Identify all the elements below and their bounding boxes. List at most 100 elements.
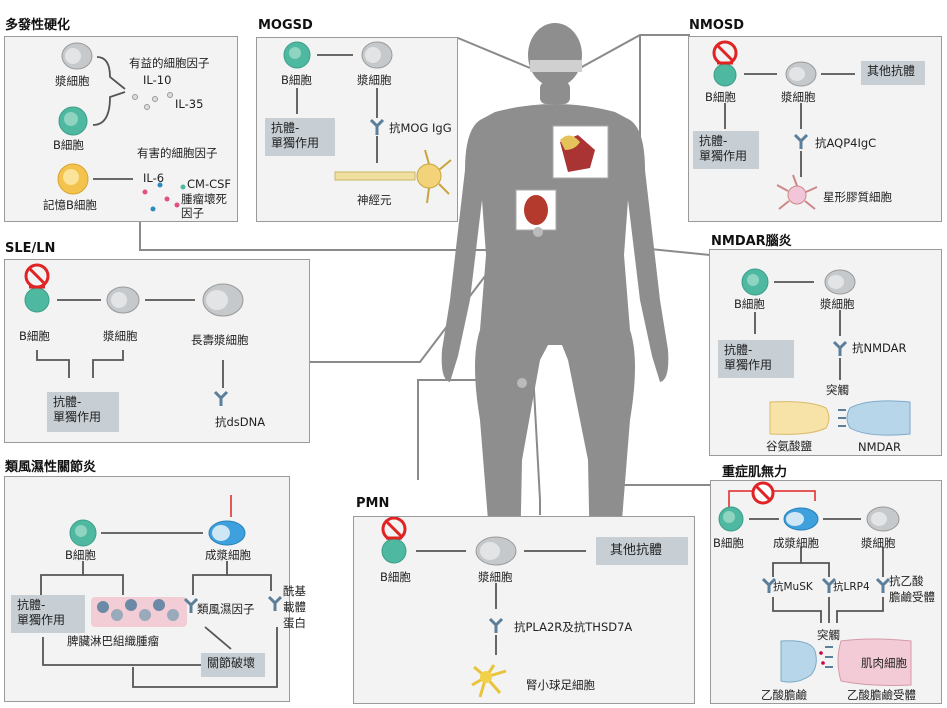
- mg-arrow: [801, 562, 830, 577]
- sle-b-cell-icon: [24, 285, 50, 313]
- nmdar-title: NMDAR腦炎: [711, 234, 792, 249]
- nmdar-synapse-label: 突觸: [826, 383, 849, 397]
- mogsd-panel: B細胞 漿細胞 抗體- 單獨作用 抗MOG IgG 神經元: [256, 37, 458, 222]
- nmdar-receptor-label: NMDAR: [858, 440, 902, 454]
- nmdar-antibody-line1: 抗體-: [724, 343, 753, 357]
- sle-bcell-label: B細胞: [19, 329, 50, 343]
- ra-acyl-label-1: 酰基: [283, 584, 306, 598]
- sle-panel: B細胞 漿細胞 長壽漿細胞 抗體- 單獨作用 抗dsDNA: [4, 259, 310, 443]
- ms-plasma-cell-icon: [61, 42, 93, 70]
- nmdar-glutamate-label: 谷氨酸鹽: [766, 439, 812, 453]
- pmn-other-ab-box: 其他抗體: [596, 537, 688, 565]
- ms-harmful-label: 有害的細胞因子: [137, 146, 218, 160]
- neuromuscular-junction-icon: [780, 638, 912, 686]
- ra-arrow: [40, 561, 84, 595]
- ra-arrow: [132, 627, 278, 688]
- inhibit-icon: [24, 263, 50, 289]
- antibody-icon: [369, 118, 385, 135]
- pmn-title: PMN: [356, 496, 390, 511]
- ms-panel: 漿細胞 B細胞 記憶B細胞 有益的細胞因子 IL-10 IL-35 有害的細胞因…: [4, 36, 238, 222]
- antibody-icon: [821, 577, 837, 593]
- nmdar-bcell-label: B細胞: [734, 297, 765, 311]
- mg-plasma-label: 漿細胞: [861, 536, 896, 550]
- ra-b-cell-icon: [69, 519, 97, 547]
- sle-antibody-box: 抗體- 單獨作用: [47, 392, 119, 432]
- kidney-organ-inset: [515, 189, 557, 231]
- ra-bcell-label: B細胞: [65, 548, 96, 562]
- nmosd-title: NMOSD: [689, 18, 745, 33]
- sle-long-lived-cell-icon: [202, 283, 244, 317]
- antibody-icon: [793, 133, 809, 149]
- nmdar-panel: B細胞 漿細胞 抗體- 單獨作用 抗NMDAR 突觸 谷氨酸鹽 NMDAR: [709, 249, 942, 456]
- mogsd-bcell-label: B細胞: [281, 73, 312, 87]
- ra-acyl-label-3: 蛋白: [283, 616, 306, 630]
- mg-arrow: [772, 547, 802, 577]
- cytokine-dots: [132, 92, 186, 212]
- nmosd-plasma-cell-icon: [785, 61, 817, 87]
- nmosd-b-cell-icon: [713, 61, 737, 87]
- ms-title: 多發性硬化: [5, 18, 71, 33]
- ms-il10-label: IL-10: [143, 73, 172, 87]
- mogsd-antibody-line2: 單獨作用: [271, 136, 320, 150]
- sle-title: SLE/LN: [5, 241, 56, 256]
- pmn-bcell-label: B細胞: [380, 570, 411, 584]
- neuron-icon: [334, 149, 452, 204]
- sle-arrow: [36, 350, 70, 378]
- pmn-plasma-cell-icon: [475, 536, 517, 566]
- mg-arrow: [836, 597, 884, 623]
- nmdar-antibody-line2: 單獨作用: [724, 358, 773, 372]
- mg-synapse-label: 突觸: [817, 628, 840, 642]
- nmdar-b-cell-icon: [741, 268, 769, 296]
- pmn-podocyte-label: 腎小球足細胞: [526, 678, 595, 692]
- ms-memory-b-cell-icon: [57, 163, 89, 195]
- ra-plasmablast-label: 成漿細胞: [205, 548, 251, 562]
- ra-arrow: [83, 574, 124, 595]
- ms-tnf-label-1: 腫瘤壞死: [181, 192, 227, 206]
- ra-antibody-line2: 單獨作用: [17, 613, 66, 627]
- mg-plasmablast-label: 成漿細胞: [773, 536, 819, 550]
- mogsd-antibody-box: 抗體- 單獨作用: [265, 118, 335, 156]
- nmosd-plasma-label: 漿細胞: [781, 90, 816, 104]
- mg-arrow: [772, 597, 822, 623]
- sle-antidsdna-label: 抗dsDNA: [215, 415, 266, 429]
- antibody-icon: [761, 577, 777, 593]
- mg-muscle-label: 肌肉細胞: [861, 656, 907, 670]
- ms-arrow: [96, 56, 126, 90]
- inhibit-icon: [751, 481, 775, 505]
- ra-panel: B細胞 成漿細胞 抗體- 單獨作用 脾臟淋巴組織腫瘤 類風濕因子 酰基 載體 蛋…: [4, 476, 306, 702]
- astrocyte-icon: [776, 174, 818, 210]
- nmdar-antinmdar-label: 抗NMDAR: [852, 341, 907, 355]
- mg-bcell-label: B細胞: [713, 536, 744, 550]
- mogsd-plasma-cell-icon: [361, 41, 393, 69]
- ra-arrow: [204, 626, 232, 650]
- nmosd-antibody-line1: 抗體-: [699, 134, 728, 148]
- mogsd-antibody-line1: 抗體-: [271, 121, 300, 135]
- mg-achr-ab-label-1: 抗乙酸: [889, 574, 924, 588]
- mogsd-plasma-label: 漿細胞: [357, 73, 392, 87]
- joint-dot: [533, 227, 543, 237]
- mg-achr-ab-label-2: 膽鹼受體: [889, 590, 935, 604]
- sle-plasma-cell-icon: [106, 286, 140, 314]
- synapse-icon: [769, 400, 911, 436]
- pmn-plasma-label: 漿細胞: [478, 570, 513, 584]
- nmosd-antibody-line2: 單獨作用: [699, 149, 748, 163]
- nmosd-antiaqp4-label: 抗AQP4IgC: [815, 136, 877, 150]
- ms-plasma-label: 漿細胞: [55, 74, 90, 88]
- nmosd-bcell-label: B細胞: [705, 90, 736, 104]
- ra-arrow: [192, 561, 228, 595]
- pmn-panel: B細胞 漿細胞 其他抗體 抗PLA2R及抗THSD7A 腎小球足細胞: [353, 516, 695, 704]
- ra-antibody-line1: 抗體-: [17, 598, 46, 612]
- ms-tnf-label-2: 因子: [181, 206, 204, 220]
- antibody-icon: [488, 617, 504, 633]
- ms-b-cell-icon: [58, 106, 88, 136]
- antibody-icon: [875, 577, 891, 593]
- mg-plasma-cell-icon: [866, 506, 900, 532]
- ra-title: 類風濕性關節炎: [5, 460, 97, 475]
- ra-joint-box: 關節破壞: [201, 653, 265, 677]
- lymphoma-cluster-icon: [91, 597, 187, 627]
- sle-arrow: [92, 350, 124, 378]
- nmdar-plasma-label: 漿細胞: [820, 297, 855, 311]
- podocyte-icon: [471, 664, 507, 698]
- mg-plasmablast-icon: [783, 507, 819, 531]
